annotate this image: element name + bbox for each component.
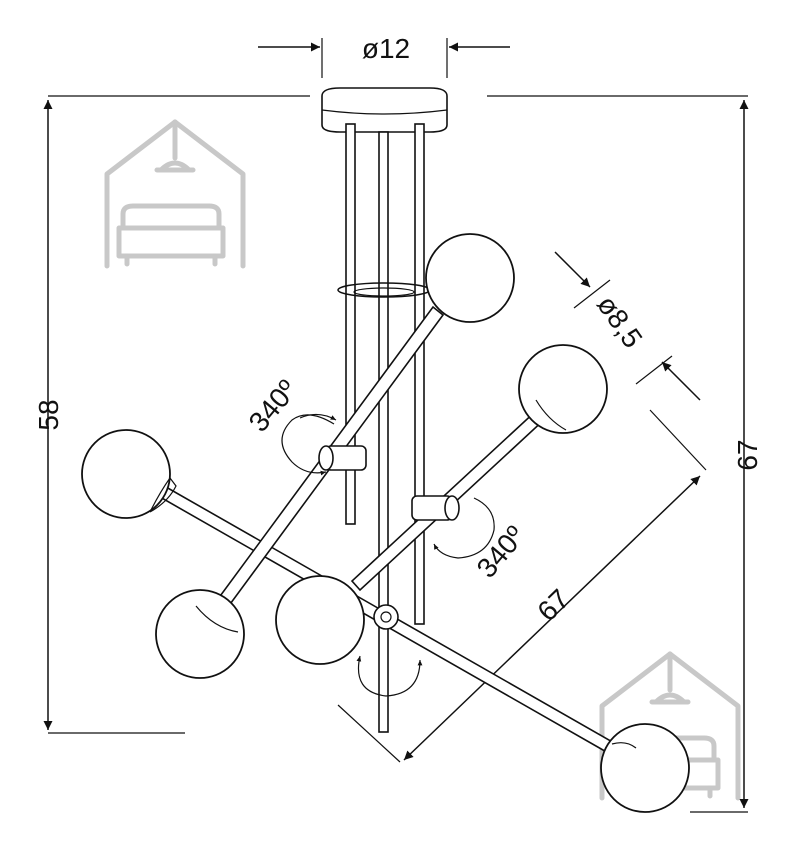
arm-length-dimension: 67 xyxy=(337,409,707,763)
center-hub xyxy=(373,604,399,630)
arm-length-label: 67 xyxy=(531,583,575,627)
swivel-joint-lower xyxy=(411,495,460,521)
globe-lower-right xyxy=(600,723,690,813)
globe-center xyxy=(275,575,365,665)
globe-upper-right xyxy=(425,233,515,323)
globe-upper-left xyxy=(81,429,177,519)
rotation-upper-label: 340º xyxy=(243,374,303,438)
canopy-diameter-dimension: ø12 xyxy=(258,33,510,78)
left-height-label: 58 xyxy=(33,399,64,430)
vertical-rods xyxy=(345,123,425,733)
right-height-label: 67 xyxy=(732,439,763,470)
globe-diameter-label: ø8,5 xyxy=(591,290,649,354)
watermark-icon-top-left xyxy=(104,119,246,269)
swivel-joint-upper xyxy=(318,445,367,471)
right-height-dimension: 67 xyxy=(487,95,763,813)
globe-lower-left xyxy=(155,589,245,679)
canopy-diameter-label: ø12 xyxy=(362,33,410,64)
rotation-indicator-center xyxy=(356,655,423,697)
canopy xyxy=(321,87,448,133)
left-height-dimension: 58 xyxy=(33,95,310,734)
globe-mid-right xyxy=(518,344,608,434)
rotation-lower-label: 340º xyxy=(471,520,531,584)
